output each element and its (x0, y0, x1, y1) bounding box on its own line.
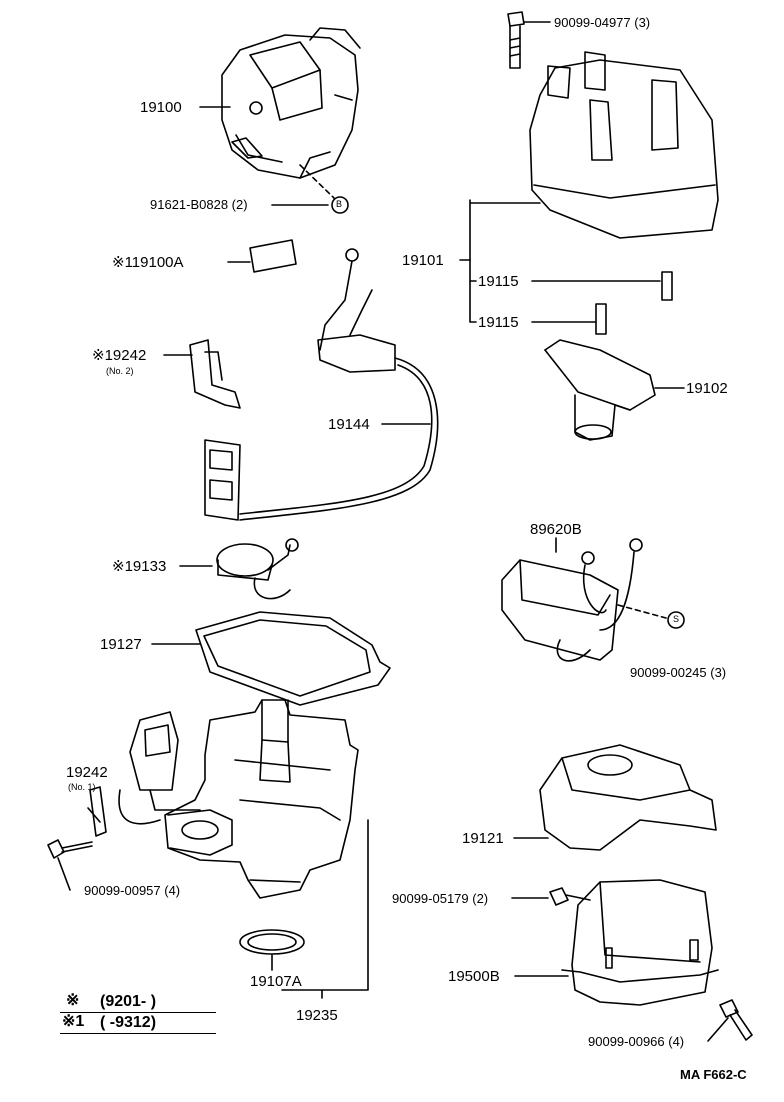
label-plate-drawing (249, 239, 297, 273)
legend-row2-mark: ※1 (62, 1013, 85, 1030)
distributor-cap-drawing (529, 51, 719, 239)
o-ring-inner (247, 933, 297, 951)
label-119100a: ※119100A (112, 254, 184, 271)
label-19115-upper: 19115 (478, 273, 519, 290)
label-00957: 90099-00957 (4) (84, 883, 181, 898)
label-19242-no2-note: (No. 2) (106, 366, 134, 376)
legend-divider (60, 1012, 216, 1013)
igniter-drawing (501, 538, 643, 662)
wire-harness-drawing (204, 248, 439, 521)
legend-row1-text: (9201- ) (100, 993, 157, 1010)
leader-19235 (281, 819, 369, 999)
label-00245: 90099-00245 (3) (630, 665, 727, 680)
gasket-drawing (195, 611, 391, 706)
housing-19500b-drawing (561, 879, 719, 1006)
label-19100: 19100 (140, 99, 182, 116)
bolt-00957-drawing (47, 839, 93, 859)
distributor-housing-drawing (164, 699, 359, 899)
label-19121: 19121 (462, 830, 504, 847)
condenser-drawing (216, 538, 299, 600)
mark-s-circle (667, 611, 685, 629)
leader-00957 (57, 857, 71, 891)
bolt-05179-drawing (549, 887, 591, 906)
leader-s-dashed (617, 604, 667, 619)
label-19242-no1: 19242 (66, 764, 108, 781)
label-19242-no2: ※19242 (92, 347, 147, 364)
spring-upper-drawing (661, 271, 673, 301)
housing-cover-drawing (539, 744, 717, 851)
label-b-mark: B (336, 199, 343, 209)
bracket-19101 (469, 199, 477, 323)
label-91621: 91621-B0828 (2) (150, 197, 248, 212)
label-19235: 19235 (296, 1007, 338, 1024)
clip-no2-drawing (189, 339, 241, 409)
leader-b-dashed (299, 164, 335, 199)
label-19144: 19144 (328, 416, 370, 433)
clip-no1-drawing (89, 786, 107, 837)
leader-19242-no1 (87, 807, 101, 823)
label-19133: ※19133 (112, 558, 167, 575)
gasket-inner (203, 619, 371, 697)
leader-00966 (707, 1017, 729, 1042)
bolt-04977-drawing (507, 11, 525, 69)
label-04977: 90099-04977 (3) (554, 15, 651, 30)
label-19500b: 19500B (448, 968, 500, 985)
label-19101: 19101 (402, 252, 444, 269)
label-19102: 19102 (686, 380, 728, 397)
diagram-reference: MA F662-C (680, 1067, 747, 1082)
label-89620b: 89620B (530, 521, 582, 538)
legend-row2-text: ( -9312) (100, 1014, 157, 1031)
label-05179: 90099-05179 (2) (392, 891, 489, 906)
clip-no2-detail (204, 351, 223, 381)
label-s-mark: S (673, 614, 680, 624)
spring-lower-drawing (595, 303, 607, 335)
bolt-00966-drawing (719, 999, 753, 1041)
legend-row1-mark: ※ (66, 992, 80, 1009)
legend-underline (60, 1033, 216, 1034)
label-19115-lower: 19115 (478, 314, 519, 331)
label-00966: 90099-00966 (4) (588, 1034, 685, 1049)
distributor-assembly-drawing (221, 27, 361, 179)
mark-b-circle (331, 196, 349, 214)
o-ring-outer (239, 929, 305, 955)
label-19242-no1-note: (No. 1) (68, 782, 96, 792)
pickup-connector-drawing (118, 711, 201, 825)
rotor-drawing (544, 339, 656, 441)
label-19107a: 19107A (250, 973, 302, 990)
label-19127: 19127 (100, 636, 142, 653)
